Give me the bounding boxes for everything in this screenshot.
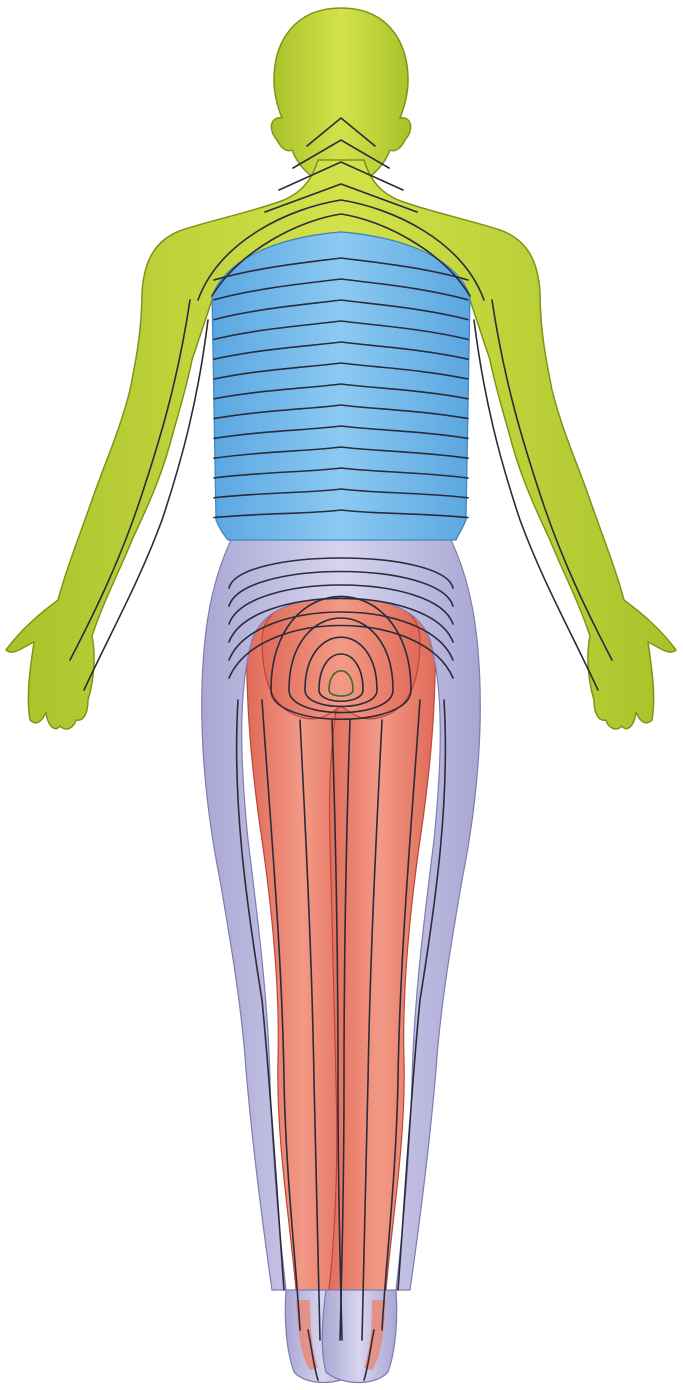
head [271,8,410,182]
